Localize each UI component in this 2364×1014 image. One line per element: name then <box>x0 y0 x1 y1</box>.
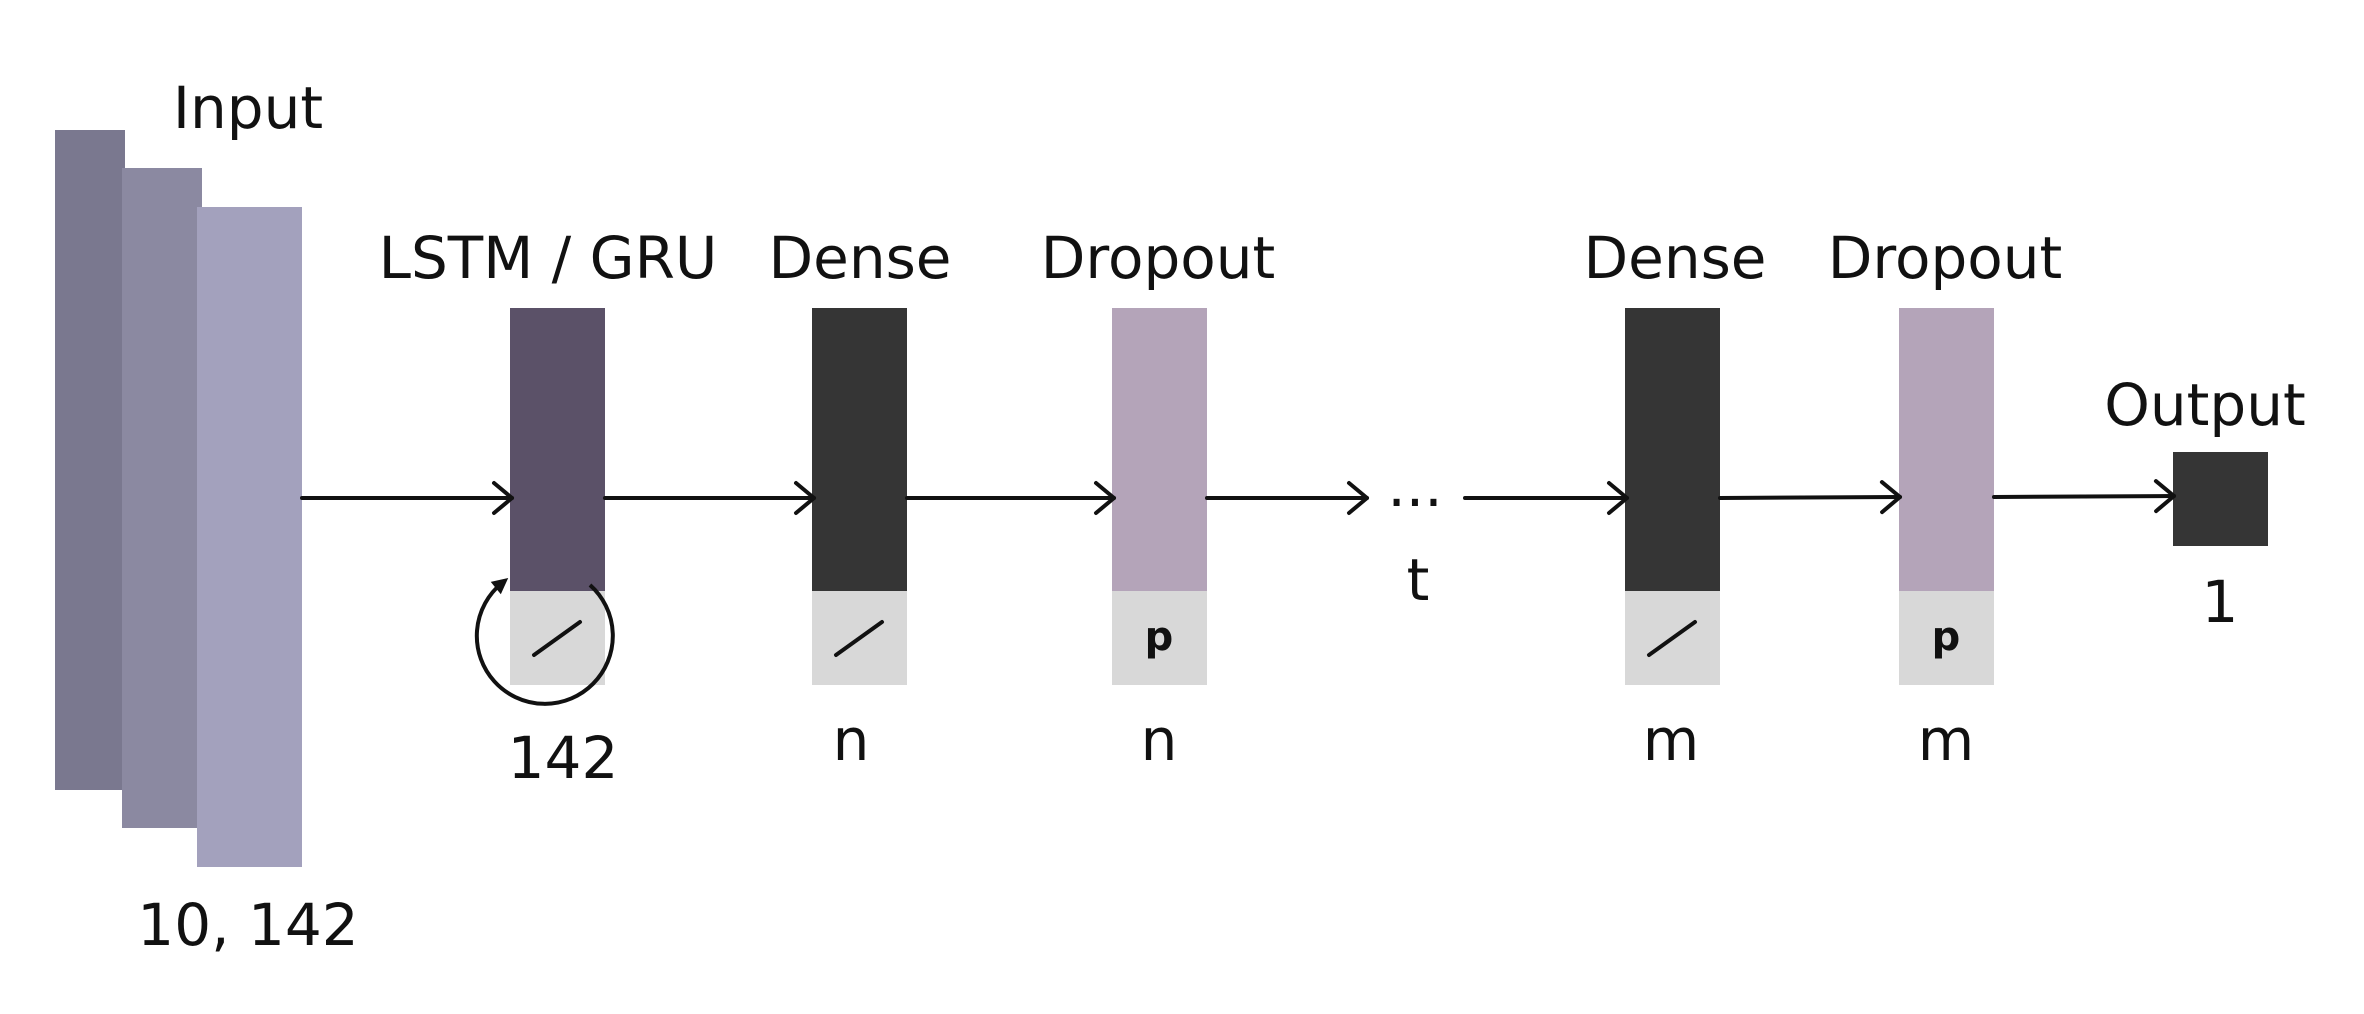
input-title: Input <box>173 74 323 142</box>
repeat-ellipsis: ... <box>1387 452 1442 520</box>
repeat-count-label: t <box>1407 546 1430 614</box>
flow-arrows <box>300 479 2176 515</box>
dense-1-units-label: n <box>833 706 870 774</box>
repeat-marker: ... t <box>1387 452 1442 614</box>
dropout-2-units-label: m <box>1918 706 1975 774</box>
arrow-dense-2-to-dropout-2 <box>1718 480 1902 515</box>
dense-2-title: Dense <box>1583 224 1766 292</box>
input-layer: Input 10, 142 <box>55 74 359 959</box>
dropout-2-title: Dropout <box>1828 224 2063 292</box>
dropout-2-rate-symbol: p <box>1932 614 1961 660</box>
output-block <box>2173 452 2268 546</box>
dropout-1-units-label: n <box>1141 706 1178 774</box>
linear-activation-icon <box>532 620 582 657</box>
dense-2-block <box>1625 308 1720 591</box>
dropout-layer-1: Dropout p n <box>1041 224 1276 774</box>
dropout-1-rate-symbol: p <box>1145 614 1174 660</box>
output-layer: Output 1 <box>2104 371 2305 636</box>
dropout-1-title: Dropout <box>1041 224 1276 292</box>
recurrent-loop-arrow-icon <box>474 577 615 706</box>
lstm-gru-layer: LSTM / GRU 142 <box>379 224 718 792</box>
arrow-dropout-2-to-output <box>1992 479 2176 514</box>
dropout-1-rate-block <box>1112 591 1207 685</box>
lstm-gru-title: LSTM / GRU <box>379 224 718 292</box>
dense-layer-1: Dense n <box>768 224 951 774</box>
lstm-gru-block <box>510 308 605 591</box>
linear-activation-icon <box>1647 620 1697 657</box>
dropout-2-rate-block <box>1899 591 1994 685</box>
dense-1-block <box>812 308 907 591</box>
dropout-layer-2: Dropout p m <box>1828 224 2063 774</box>
output-title: Output <box>2104 371 2305 439</box>
output-units-label: 1 <box>2202 568 2239 636</box>
dense-2-units-label: m <box>1643 706 1700 774</box>
input-slab-front <box>197 207 302 867</box>
input-slab-back <box>55 130 125 790</box>
lstm-gru-units-label: 142 <box>508 724 619 792</box>
dense-1-title: Dense <box>768 224 951 292</box>
dense-layer-2: Dense m <box>1583 224 1766 774</box>
input-shape-label: 10, 142 <box>137 891 358 959</box>
input-slab-middle <box>122 168 202 828</box>
linear-activation-icon <box>834 620 884 657</box>
dropout-2-block <box>1899 308 1994 591</box>
dropout-1-block <box>1112 308 1207 591</box>
